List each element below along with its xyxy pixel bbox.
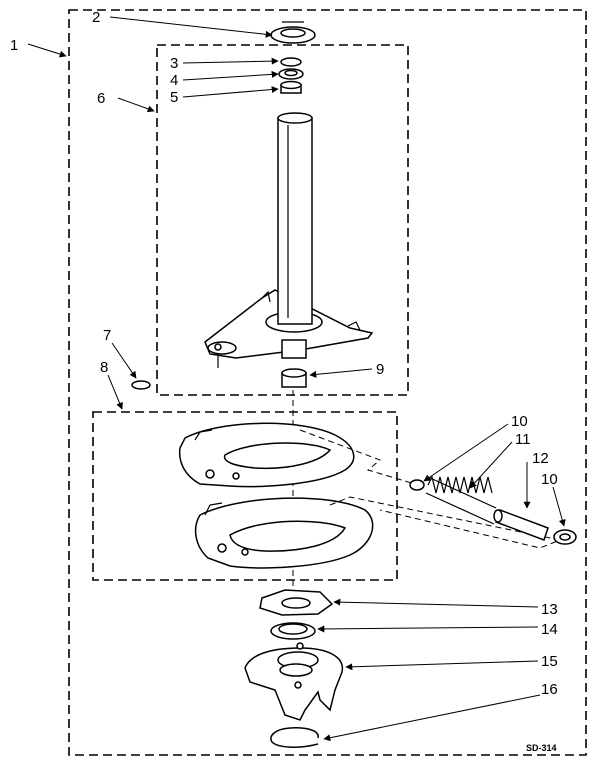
callout-4: 4 <box>170 72 178 89</box>
part-9-bushing <box>281 368 307 388</box>
callout-13: 13 <box>541 601 558 618</box>
leader-9 <box>309 368 373 378</box>
callout-10a: 10 <box>511 413 528 430</box>
leader-1 <box>27 43 67 58</box>
leader-15 <box>345 660 539 671</box>
part-11-spring <box>425 475 497 525</box>
part-8-brake-shoes <box>178 422 374 569</box>
callout-11: 11 <box>515 431 531 448</box>
assembly-1-boundary <box>68 9 587 756</box>
callout-2: 2 <box>92 9 100 26</box>
part-4-ring <box>278 68 304 80</box>
leader-3 <box>182 57 279 65</box>
assembly-8-boundary <box>92 411 398 581</box>
drawing-code: SD-314 <box>526 743 557 753</box>
leader-13 <box>333 598 539 608</box>
callout-9: 9 <box>376 361 384 378</box>
part-5-bearing <box>280 80 302 94</box>
part-13-bearing-plate <box>259 589 334 616</box>
leader-10a <box>423 423 509 482</box>
callout-10b: 10 <box>541 471 558 488</box>
spring-connection-line <box>299 429 416 485</box>
callout-8: 8 <box>100 359 108 376</box>
leader-6 <box>117 97 155 113</box>
leader-2 <box>109 16 273 38</box>
callout-15: 15 <box>541 653 558 670</box>
part-10-washer-lower <box>553 529 577 545</box>
part-12-pin <box>493 509 549 541</box>
leader-5 <box>182 86 279 98</box>
callout-5: 5 <box>170 89 178 106</box>
callout-7: 7 <box>103 327 111 344</box>
leader-8 <box>107 374 123 410</box>
part-16-retaining-ring <box>270 727 319 748</box>
part-10-washer-upper <box>409 479 425 491</box>
callout-14: 14 <box>541 621 558 638</box>
callout-1: 1 <box>10 37 18 54</box>
leader-4 <box>182 70 279 81</box>
part-7-clip <box>131 380 151 390</box>
part-6-tube-assembly <box>204 112 374 368</box>
callout-3: 3 <box>170 55 178 72</box>
callout-16: 16 <box>541 681 558 698</box>
leader-14 <box>317 625 539 633</box>
leader-10b <box>552 486 566 527</box>
part-15-brake-cam <box>244 642 344 721</box>
callout-12: 12 <box>532 450 549 467</box>
part-3-washer <box>280 57 302 67</box>
part-14-ring <box>270 622 316 640</box>
assembly-6-boundary <box>156 44 409 396</box>
leader-7 <box>111 342 137 379</box>
leader-16 <box>323 694 541 742</box>
part-2-seal <box>270 21 316 44</box>
callout-6: 6 <box>97 90 105 107</box>
leader-11 <box>469 441 513 489</box>
